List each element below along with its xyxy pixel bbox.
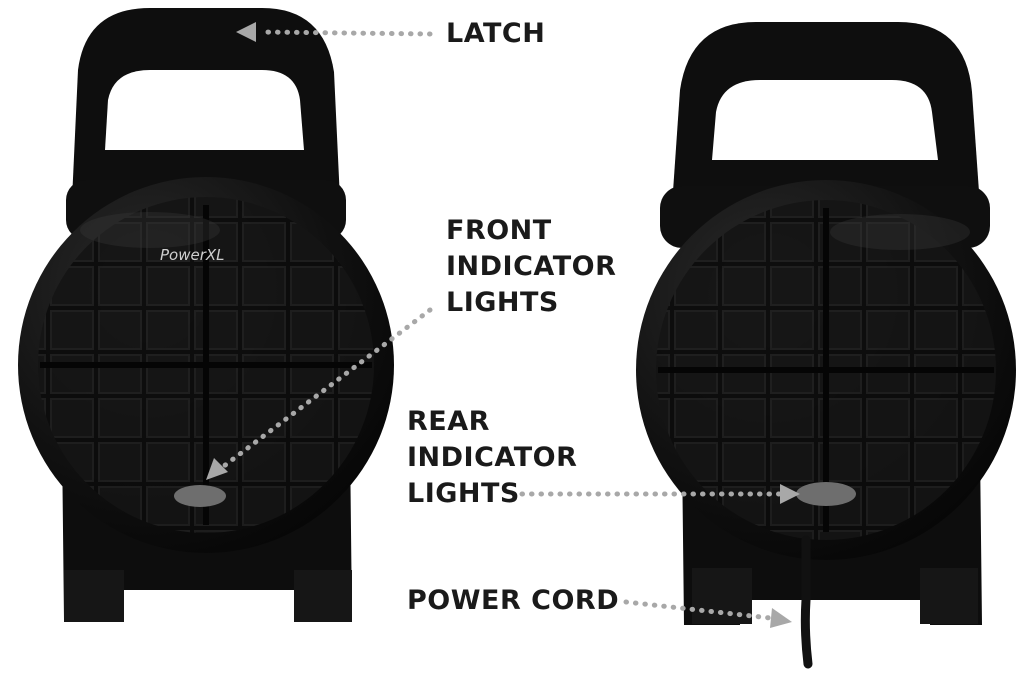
latch-label: LATCH <box>446 18 546 49</box>
leader-latch <box>259 29 433 37</box>
front-foot-right <box>294 570 352 622</box>
power-cord <box>800 535 813 669</box>
leader-lines <box>221 29 783 621</box>
front-indicator-lights-label: FRONT INDICATOR LIGHTS <box>446 215 617 318</box>
front-foot-left <box>64 570 124 622</box>
arrow-latch <box>236 22 256 42</box>
rear-rim-highlight <box>830 214 970 250</box>
brand-logo: PowerXL <box>160 246 225 264</box>
rear-indicator-light <box>796 482 856 506</box>
rear-foot-left <box>692 568 752 624</box>
front-rim-highlight <box>80 212 220 248</box>
rear-foot-right <box>920 568 978 624</box>
power-cord-label: POWER CORD <box>407 585 620 616</box>
front-view <box>18 8 394 622</box>
arrow-rear-indicator <box>780 484 800 504</box>
front-handle-opening <box>105 70 304 150</box>
arrow-power-cord <box>770 608 792 628</box>
leader-arrowheads <box>206 22 800 628</box>
front-indicator-light <box>174 485 226 507</box>
rear-handle-opening <box>712 80 938 160</box>
rear-indicator-lights-label: REAR INDICATOR LIGHTS <box>407 406 578 509</box>
rear-view <box>636 22 1016 669</box>
arrow-front-indicator <box>206 458 228 480</box>
